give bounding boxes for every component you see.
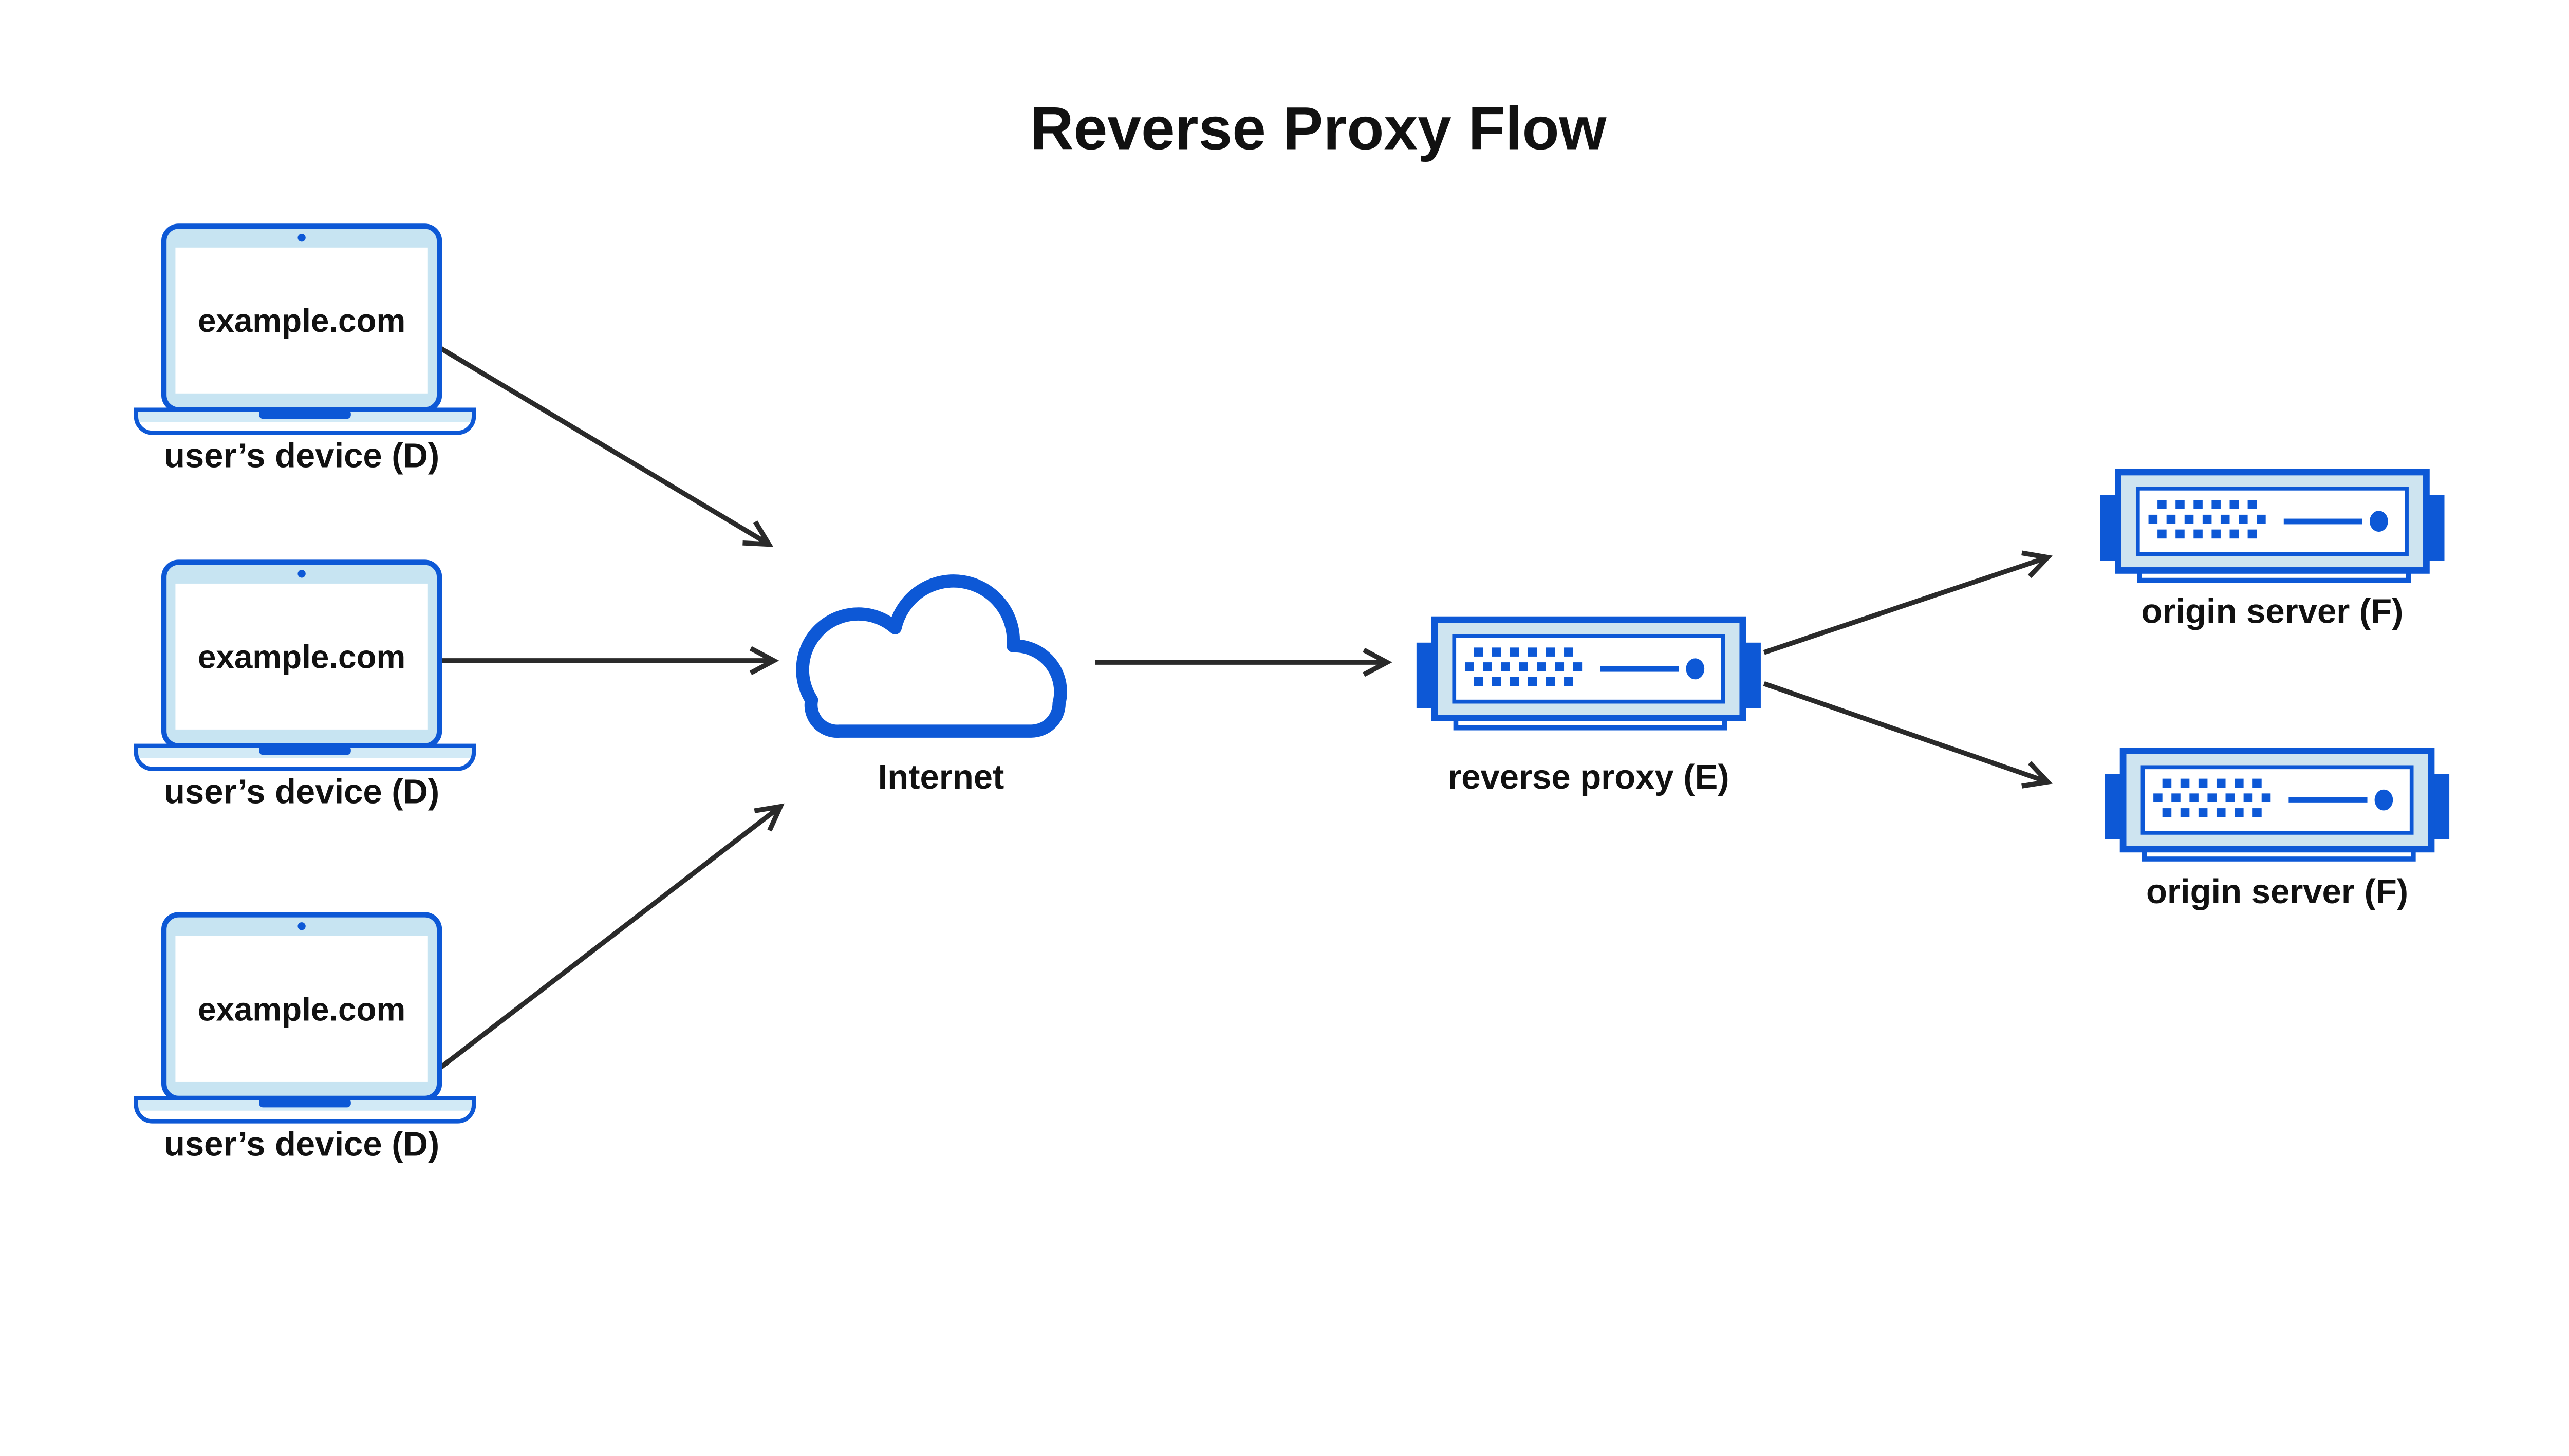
arrowhead-proxy-to-origin2 bbox=[2021, 761, 2053, 789]
user-device-3: example.com user’s device (D) bbox=[136, 914, 474, 1164]
internet-node: Internet bbox=[796, 574, 1067, 796]
arrowhead-device1-to-internet bbox=[742, 520, 774, 547]
arrow-device1-to-internet bbox=[438, 345, 770, 547]
reverse-proxy-flow-diagram: Reverse Proxy Flow example.com user’s de… bbox=[0, 95, 2569, 1164]
device-screen-text: example.com bbox=[198, 991, 405, 1028]
arrow-proxy-to-origin1 bbox=[1763, 555, 2049, 655]
user-device-2: example.com user’s device (D) bbox=[136, 562, 474, 811]
server-icon bbox=[1417, 620, 1761, 728]
diagram-canvas: Reverse Proxy Flow example.com user’s de… bbox=[0, 95, 2569, 1164]
arrow-proxy-to-origin2 bbox=[1763, 681, 2049, 785]
origin-server-1: origin server (F) bbox=[2100, 472, 2444, 631]
arrowhead-device3-to-internet bbox=[754, 803, 785, 832]
device-label: user’s device (D) bbox=[164, 1125, 439, 1164]
origin-server-2: origin server (F) bbox=[2105, 751, 2449, 911]
device-label: user’s device (D) bbox=[164, 436, 439, 475]
arrowhead-proxy-to-origin1 bbox=[2021, 550, 2053, 578]
arrowhead-device2-to-internet bbox=[749, 646, 779, 676]
reverse-proxy-label: reverse proxy (E) bbox=[1448, 758, 1729, 796]
internet-label: Internet bbox=[878, 758, 1004, 796]
user-device-1: example.com user’s device (D) bbox=[136, 226, 474, 475]
cloud-icon bbox=[796, 574, 1067, 738]
arrowhead-internet-to-proxy bbox=[1363, 647, 1392, 677]
server-icon bbox=[2105, 751, 2449, 859]
reverse-proxy-node: reverse proxy (E) bbox=[1417, 620, 1761, 796]
device-screen-text: example.com bbox=[198, 638, 405, 675]
device-screen-text: example.com bbox=[198, 302, 405, 339]
page-title: Reverse Proxy Flow bbox=[1030, 95, 1607, 162]
arrow-device3-to-internet bbox=[439, 805, 782, 1070]
device-label: user’s device (D) bbox=[164, 772, 439, 811]
server-icon bbox=[2100, 472, 2444, 581]
origin-server-label: origin server (F) bbox=[2141, 592, 2403, 631]
origin-server-label: origin server (F) bbox=[2146, 872, 2408, 911]
arrows-layer bbox=[438, 345, 2053, 1070]
